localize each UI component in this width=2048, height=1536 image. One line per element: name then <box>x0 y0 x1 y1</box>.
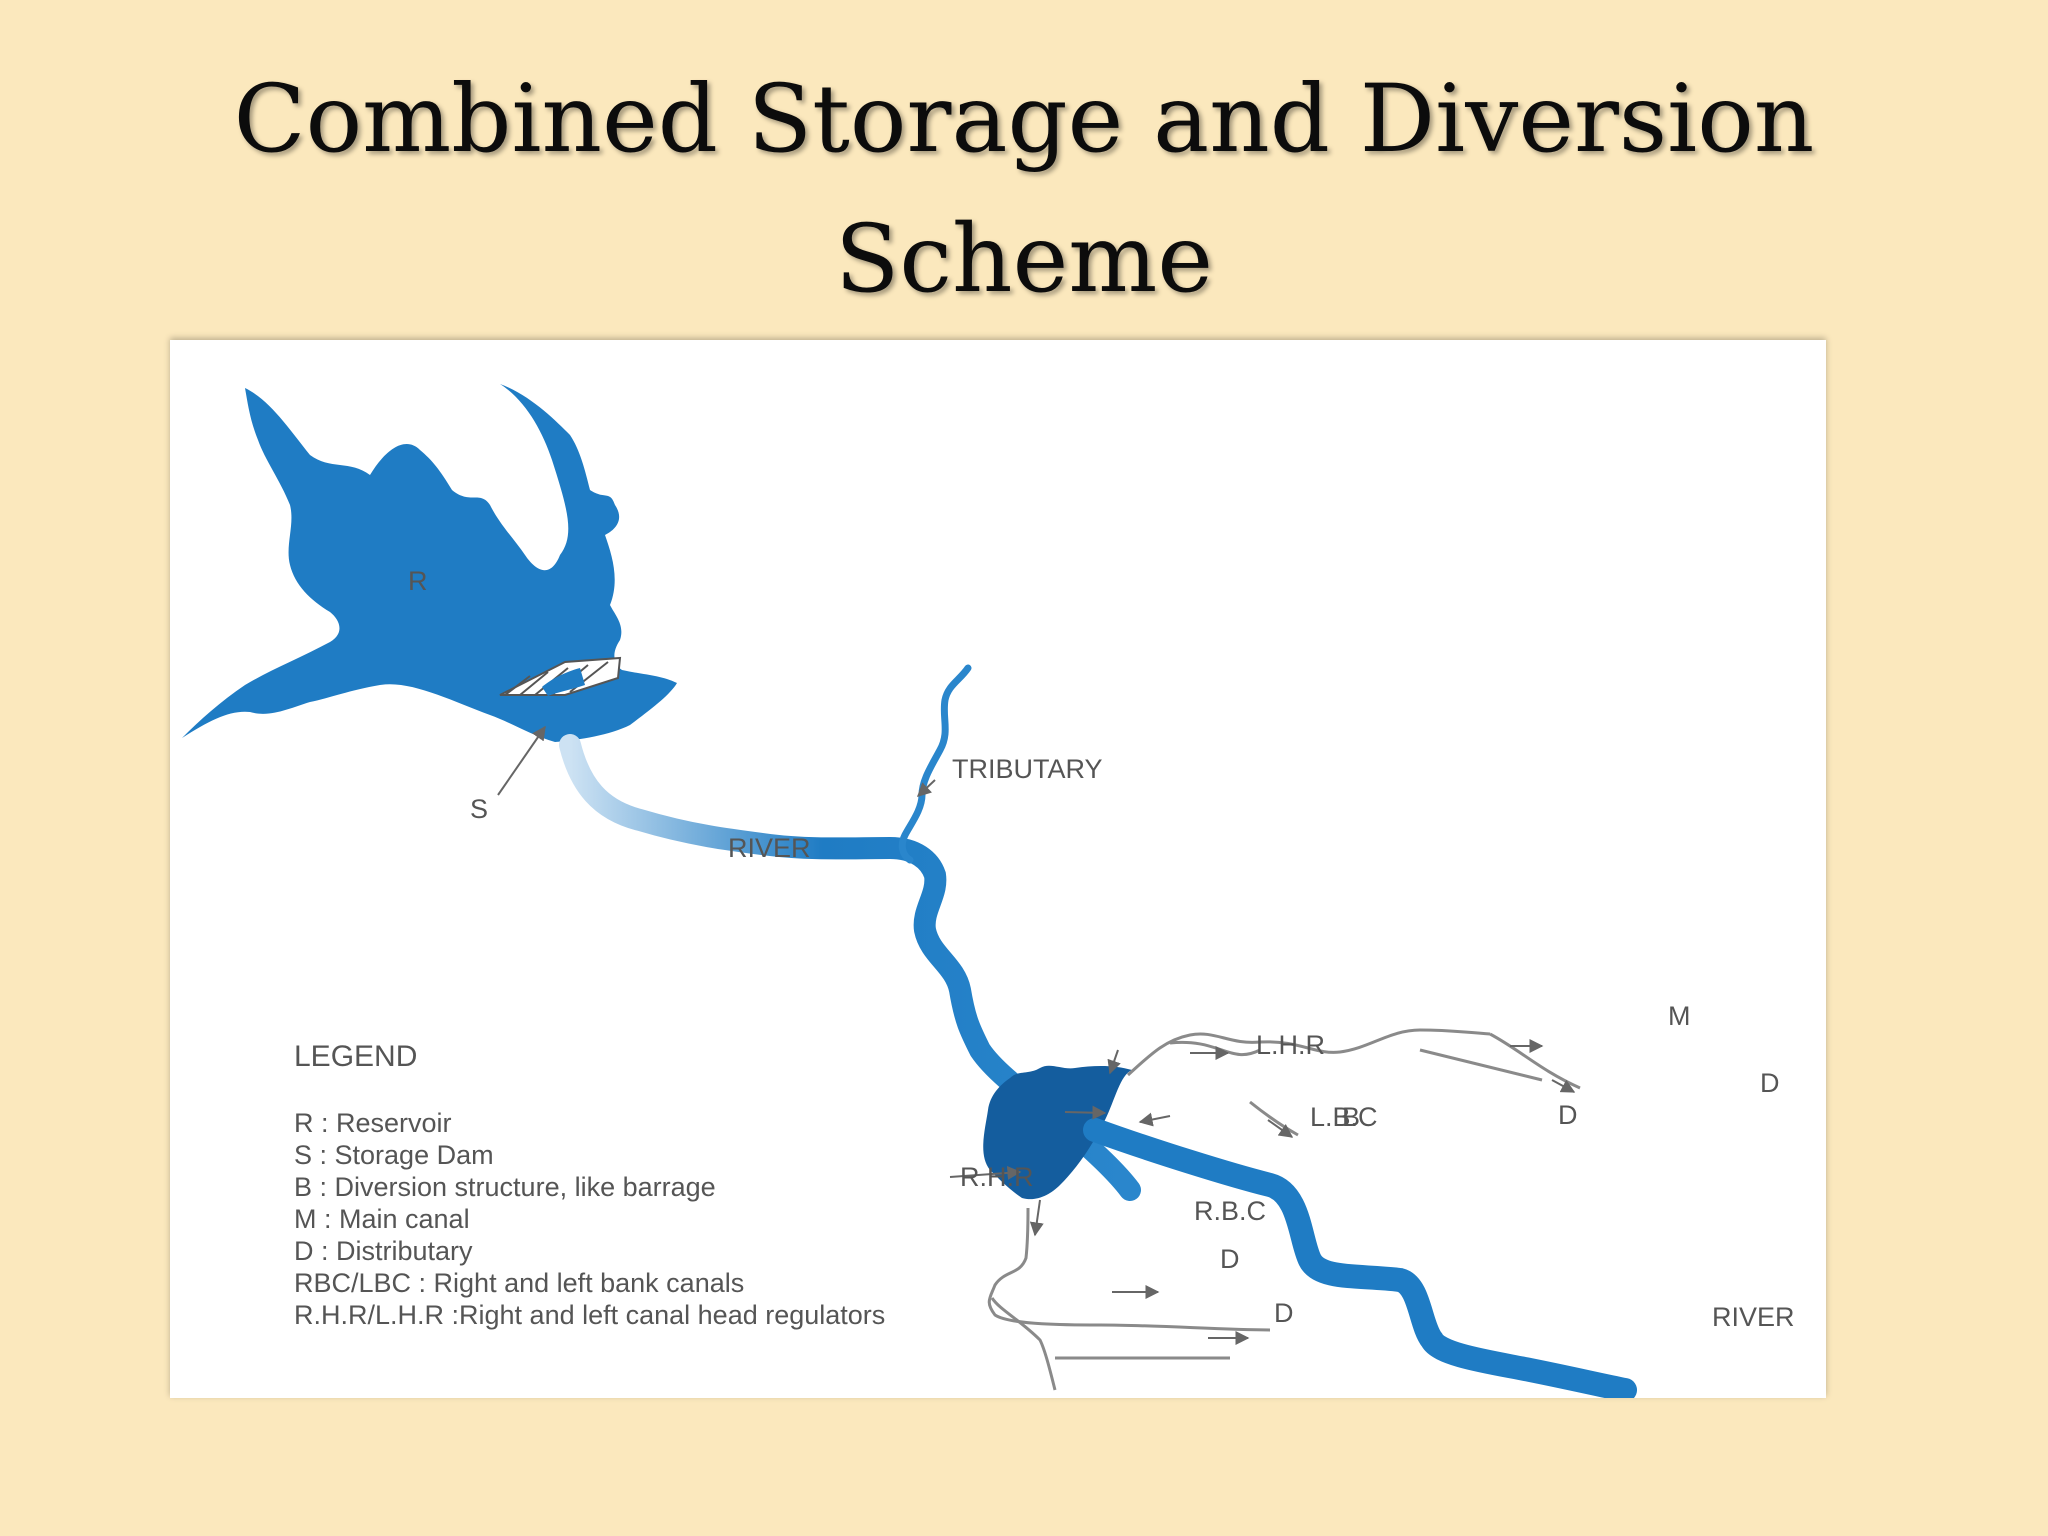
title-line-2: Scheme <box>835 205 1213 314</box>
legend-item-barrage: B : Diversion structure, like barrage <box>294 1172 716 1202</box>
legend-item-reservoir: R : Reservoir <box>294 1108 452 1138</box>
distributary-label-2: D <box>1558 1100 1578 1130</box>
reservoir-shape <box>182 384 677 742</box>
slide-title: Combined Storage and Diversion Scheme <box>0 50 2048 330</box>
legend-item-storage-dam: S : Storage Dam <box>294 1140 494 1170</box>
lhr-label: L.H.R <box>1256 1030 1325 1060</box>
legend-item-bank-canals: RBC/LBC : Right and left bank canals <box>294 1268 744 1298</box>
river-lower <box>1083 1118 1637 1398</box>
rbc-label: R.B.C <box>1194 1196 1266 1226</box>
lbc-label: L.B.C <box>1310 1102 1378 1132</box>
right-bank-canal <box>987 1207 1271 1391</box>
storage-dam <box>499 656 622 696</box>
legend-title: LEGEND <box>294 1040 417 1073</box>
legend-item-main-canal: M : Main canal <box>294 1204 470 1234</box>
title-line-1: Combined Storage and Diversion <box>233 65 1815 174</box>
legend-item-head-regulators: R.H.R/L.H.R :Right and left canal head r… <box>294 1300 885 1330</box>
reservoir-label: R <box>408 566 428 596</box>
scheme-diagram-svg: R <box>182 384 1795 1398</box>
main-canal-label: M <box>1668 1001 1691 1031</box>
distributary-label-4: D <box>1274 1298 1294 1328</box>
tributary <box>898 664 972 864</box>
distributary-label-3: D <box>1220 1244 1240 1274</box>
scheme-diagram: R <box>170 340 1826 1398</box>
legend-item-distributary: D : Distributary <box>294 1236 473 1266</box>
legend: LEGEND R : Reservoir S : Storage Dam B :… <box>294 1040 885 1330</box>
river-upper-label: RIVER <box>728 833 811 863</box>
barrage-pond <box>983 1065 1132 1200</box>
storage-dam-label: S <box>470 794 488 824</box>
tributary-label: TRIBUTARY <box>952 754 1103 784</box>
diagram-arrows <box>497 725 1576 1345</box>
barrage-label: B <box>1342 1102 1360 1132</box>
rhr-label: R.H.R <box>960 1162 1034 1192</box>
river-lower-label: RIVER <box>1712 1302 1795 1332</box>
distributary-label-1: D <box>1760 1068 1780 1098</box>
